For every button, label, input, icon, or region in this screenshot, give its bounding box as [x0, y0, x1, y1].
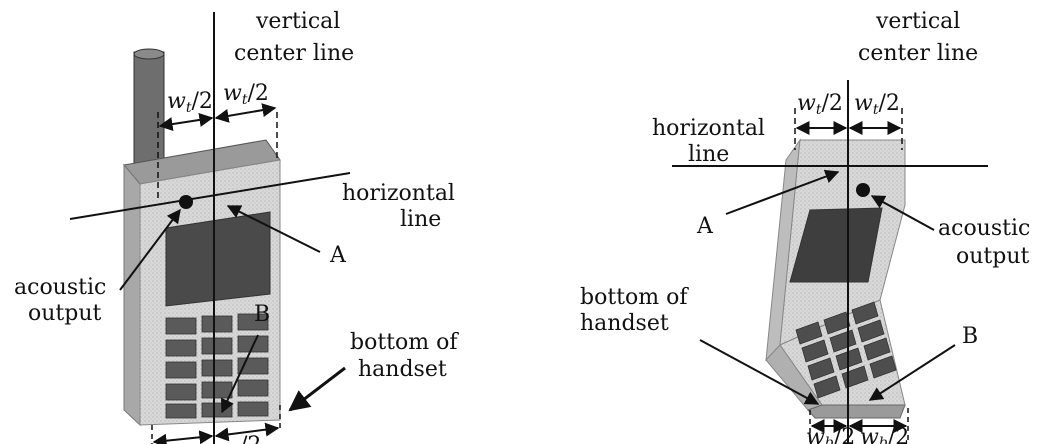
right-point-a-label: A: [696, 214, 714, 239]
left-width-top-left-arrow: [158, 112, 214, 132]
left-bottom-label-line2: handset: [358, 357, 447, 382]
right-width-bottom-left-label: wb/2: [806, 425, 855, 444]
left-acoustic-label-line2: output: [28, 301, 102, 326]
right-horizontal-label-line2: line: [688, 142, 729, 167]
left-point-b-label: B: [254, 302, 270, 327]
left-handset-body: [123, 48, 281, 427]
left-vertical-label-line1: vertical: [255, 9, 340, 34]
left-width-bottom-left-arrow: [152, 430, 214, 444]
right-handset-figure: vertical center line wt/2 wt/2 horizonta…: [580, 9, 1030, 444]
left-point-a-label: A: [329, 243, 347, 268]
right-bottom-label-line2: handset: [580, 311, 669, 336]
right-bottom-label-line1: bottom of: [580, 285, 689, 310]
right-vertical-label-line1: vertical: [875, 9, 960, 34]
right-acoustic-label-line1: acoustic: [938, 216, 1030, 241]
left-width-top-left-label: wt/2: [167, 89, 213, 116]
right-acoustic-output-dot: [856, 183, 870, 197]
left-vertical-label-line2: center line: [234, 41, 354, 66]
right-width-top-left-label: wt/2: [797, 91, 843, 118]
right-handset-body: [765, 138, 906, 419]
right-horizontal-label-line1: horizontal: [652, 116, 765, 141]
left-width-top-right-label: wt/2: [223, 81, 269, 108]
right-acoustic-label-line2: output: [956, 244, 1030, 269]
right-point-b-label: B: [962, 324, 978, 349]
left-horizontal-label-line1: horizontal: [342, 181, 455, 206]
left-width-top-right-arrow: [214, 103, 277, 123]
left-acoustic-label-line1: acoustic: [14, 275, 106, 300]
left-handset-figure: vertical center line wt/2 wt/2 horizonta…: [14, 9, 459, 444]
right-width-bottom-right-label: wb/2: [860, 425, 909, 444]
left-bottom-label-line1: bottom of: [350, 330, 459, 355]
left-width-bottom-label: /2: [240, 433, 261, 444]
right-vertical-label-line2: center line: [858, 41, 978, 66]
left-width-bottom-right-arrow: [214, 422, 280, 442]
right-width-top-right-label: wt/2: [854, 91, 900, 118]
left-horizontal-label-line2: line: [400, 207, 441, 232]
left-horizontal-line: [69, 172, 351, 220]
left-acoustic-output-dot: [179, 195, 193, 209]
